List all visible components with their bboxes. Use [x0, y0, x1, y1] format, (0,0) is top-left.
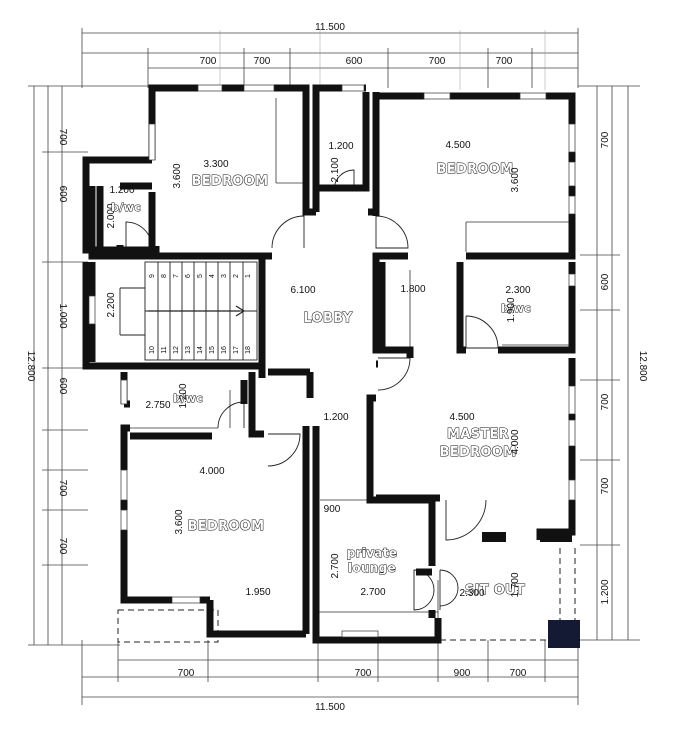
- step-bottom-18: 18: [245, 346, 252, 354]
- bottom-dim-2: 700: [355, 668, 372, 679]
- bwc-right-label: b/wc: [501, 302, 531, 315]
- lobby-label: LOBBY: [304, 311, 353, 326]
- right-dim-4: 700: [600, 477, 611, 494]
- lounge-width: 2.700: [360, 587, 385, 598]
- top-dim-1: 700: [200, 56, 217, 67]
- lounge-entry-width: 900: [324, 504, 341, 515]
- step-top-9: 1: [245, 274, 252, 278]
- top-dim-3: 600: [346, 56, 363, 67]
- bwc-right-width: 2.300: [505, 285, 530, 296]
- right-dim-1: 700: [600, 131, 611, 148]
- master-bedroom-label-1: MASTER: [447, 427, 509, 442]
- left-overall-dim: 12.800: [25, 351, 36, 382]
- closet-top-height: 2.100: [330, 157, 341, 182]
- closet-top-width: 1.200: [328, 141, 353, 152]
- master-bedroom-label-2: BEDROOM: [440, 445, 517, 460]
- bedroom-top-right-label: BEDROOM: [437, 162, 514, 177]
- right-overall-dim: 12.800: [637, 351, 648, 382]
- sit-out-label: SIT OUT: [465, 583, 525, 598]
- wc-small-label: b/wc: [111, 201, 141, 214]
- bedroom-bottom-left-label: BEDROOM: [188, 519, 265, 534]
- step-bottom-14: 14: [197, 346, 204, 354]
- bottom-dim-3: 900: [454, 668, 471, 679]
- step-top-7: 3: [221, 274, 228, 278]
- bedroom-bottom-left-height: 3.600: [174, 509, 185, 534]
- right-dim-5: 1.200: [600, 579, 611, 604]
- wc-small-width: 1.200: [109, 185, 134, 196]
- top-dim-2: 700: [254, 56, 271, 67]
- wc-small-height: 2.000: [106, 203, 117, 228]
- left-dim-5: 700: [57, 480, 68, 497]
- left-dim-1: 700: [57, 129, 68, 146]
- step-bottom-11: 11: [161, 346, 168, 353]
- bedroom-top-left-height: 3.600: [172, 163, 183, 188]
- left-dim-3: 1.000: [57, 303, 68, 328]
- master-bedroom-height: 4.000: [510, 429, 521, 454]
- bedroom-top-left-label: BEDROOM: [192, 174, 269, 189]
- columns: [482, 532, 580, 648]
- dimension-lines: [28, 28, 640, 705]
- step-top-5: 5: [197, 274, 204, 278]
- sit-out-width: 2.300: [459, 588, 484, 599]
- right-dim-3: 700: [600, 393, 611, 410]
- store-width: 1.800: [400, 284, 425, 295]
- left-dim-2: 600: [57, 186, 68, 203]
- bwc-left-label: b/wc: [173, 392, 203, 405]
- windows: [88, 84, 576, 638]
- top-dim-4: 700: [429, 56, 446, 67]
- step-bottom-13: 13: [185, 346, 192, 354]
- step-bottom-10: 10: [149, 346, 156, 354]
- right-dim-2: 600: [600, 273, 611, 290]
- bwc-left-width: 2.750: [145, 400, 170, 411]
- stair-step-numbers: 9 8 7 6 5 4 3 2 1 10 11 12 13 14 15 16 1…: [149, 274, 252, 354]
- bwc-right-height: 1.900: [506, 297, 517, 322]
- stairs-height: 2.200: [106, 292, 117, 317]
- bwc-left-height: 1.200: [178, 383, 189, 408]
- step-top-3: 7: [173, 274, 180, 278]
- lobby-width: 6.100: [290, 285, 315, 296]
- lounge-label-1: private: [347, 546, 398, 560]
- left-dim-4: 600: [57, 378, 68, 395]
- top-dim-5: 700: [496, 56, 513, 67]
- bedroom-top-right-height: 3.600: [510, 167, 521, 192]
- left-dim-6: 700: [57, 538, 68, 555]
- bedroom-bottom-left-width: 4.000: [199, 466, 224, 477]
- step-top-1: 9: [149, 274, 156, 278]
- sit-out-height: 1.700: [510, 572, 521, 597]
- lounge-height: 2.700: [330, 553, 341, 578]
- bottom-dim-1: 700: [178, 668, 195, 679]
- step-top-8: 2: [233, 274, 240, 278]
- bedroom-bottom-left-extra: 1.950: [245, 587, 270, 598]
- step-bottom-12: 12: [173, 346, 180, 354]
- step-bottom-15: 15: [209, 346, 216, 354]
- master-bedroom-width: 4.500: [449, 412, 474, 423]
- bedroom-top-right-width: 4.500: [445, 140, 470, 151]
- staircase: [119, 261, 258, 361]
- step-bottom-17: 17: [233, 346, 240, 354]
- lounge-label-2: lounge: [348, 561, 396, 575]
- bottom-dim-4: 700: [510, 668, 527, 679]
- step-top-6: 4: [209, 274, 216, 278]
- step-bottom-16: 16: [221, 346, 228, 354]
- bedroom-top-left-width: 3.300: [203, 159, 228, 170]
- bottom-overall-dim: 11.500: [315, 702, 345, 713]
- corridor-width: 1.200: [323, 412, 348, 423]
- step-top-2: 8: [161, 274, 168, 278]
- step-top-4: 6: [185, 274, 192, 278]
- top-overall-dim: 11.500: [315, 22, 345, 33]
- dashed-outlines: [117, 548, 576, 643]
